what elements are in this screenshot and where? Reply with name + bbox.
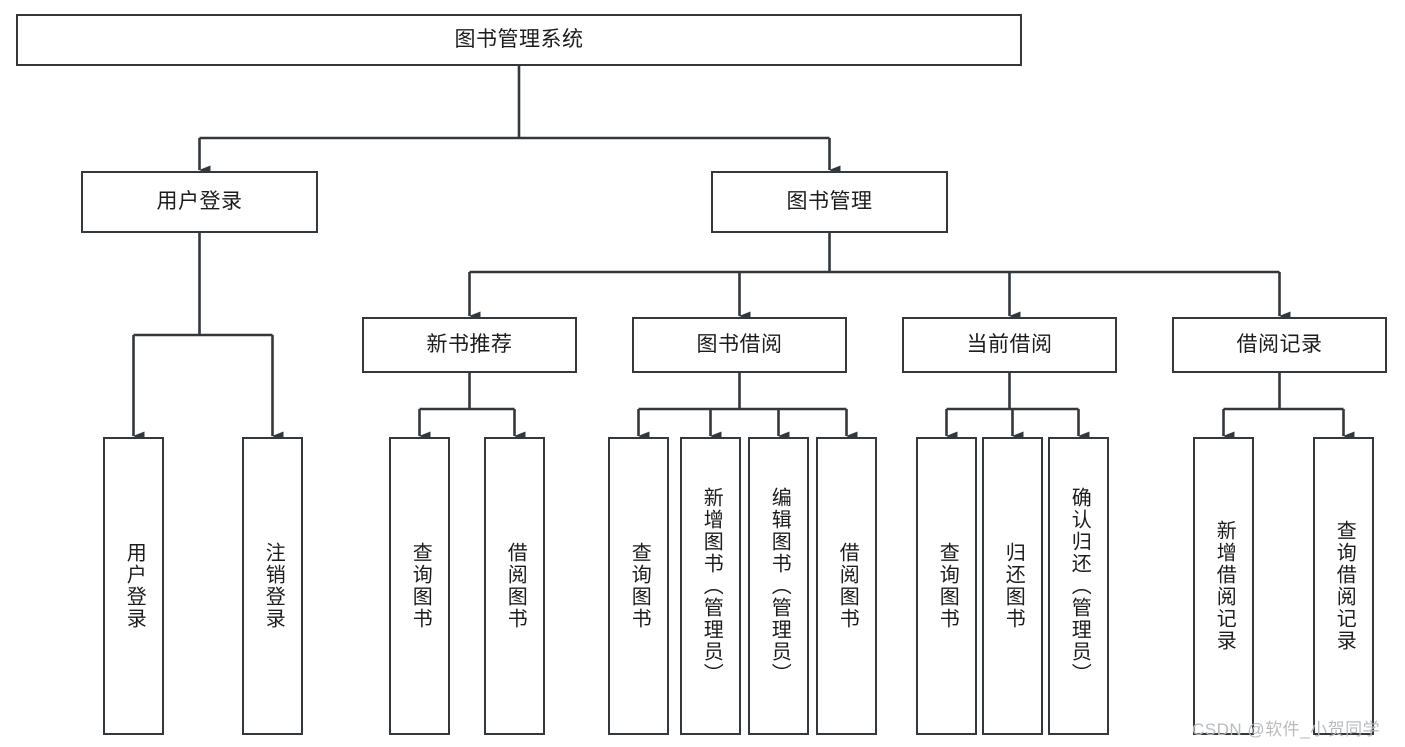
node-label: 图书管理系统 xyxy=(454,27,584,51)
node-leaf-borrow-book-2[interactable]: 借阅图书 xyxy=(816,437,877,735)
node-label: 借阅图书 xyxy=(504,542,527,630)
node-label: 查询图书 xyxy=(628,542,651,630)
node-label: 图书借阅 xyxy=(696,332,783,356)
node-label: 新增借阅记录 xyxy=(1213,520,1236,652)
node-leaf-query-book-3[interactable]: 查询图书 xyxy=(916,437,977,735)
node-label: 查询借阅记录 xyxy=(1333,520,1356,652)
node-leaf-user-login[interactable]: 用户登录 xyxy=(103,437,164,735)
node-new-book-recommend[interactable]: 新书推荐 xyxy=(362,317,577,373)
node-label: 借阅记录 xyxy=(1236,332,1323,356)
node-label: 注销登录 xyxy=(262,542,285,630)
node-leaf-confirm-return[interactable]: 确认归还（管理员） xyxy=(1048,437,1109,735)
node-user-login[interactable]: 用户登录 xyxy=(81,171,318,233)
node-label: 查询图书 xyxy=(409,542,432,630)
node-label: 编辑图书（管理员） xyxy=(768,487,791,685)
node-leaf-query-book-2[interactable]: 查询图书 xyxy=(608,437,669,735)
node-label: 借阅图书 xyxy=(836,542,859,630)
node-leaf-edit-book[interactable]: 编辑图书（管理员） xyxy=(748,437,809,735)
node-borrow-record[interactable]: 借阅记录 xyxy=(1172,317,1387,373)
node-label: 当前借阅 xyxy=(966,332,1053,356)
node-leaf-add-book[interactable]: 新增图书（管理员） xyxy=(680,437,741,735)
node-leaf-query-record[interactable]: 查询借阅记录 xyxy=(1313,437,1374,735)
node-label: 归还图书 xyxy=(1002,542,1025,630)
node-label: 用户登录 xyxy=(123,542,146,630)
node-leaf-return-book[interactable]: 归还图书 xyxy=(982,437,1043,735)
node-label: 确认归还（管理员） xyxy=(1068,487,1091,685)
node-current-borrow[interactable]: 当前借阅 xyxy=(902,317,1117,373)
node-leaf-add-record[interactable]: 新增借阅记录 xyxy=(1193,437,1254,735)
node-label: 新书推荐 xyxy=(426,332,513,356)
node-leaf-borrow-book-1[interactable]: 借阅图书 xyxy=(484,437,545,735)
node-label: 查询图书 xyxy=(936,542,959,630)
node-label: 用户登录 xyxy=(156,189,243,213)
node-leaf-query-book-1[interactable]: 查询图书 xyxy=(389,437,450,735)
node-book-borrow[interactable]: 图书借阅 xyxy=(632,317,847,373)
node-leaf-logout[interactable]: 注销登录 xyxy=(242,437,303,735)
node-book-manage[interactable]: 图书管理 xyxy=(711,171,948,233)
node-label: 新增图书（管理员） xyxy=(700,487,723,685)
node-label: 图书管理 xyxy=(786,189,873,213)
node-root[interactable]: 图书管理系统 xyxy=(16,14,1022,66)
